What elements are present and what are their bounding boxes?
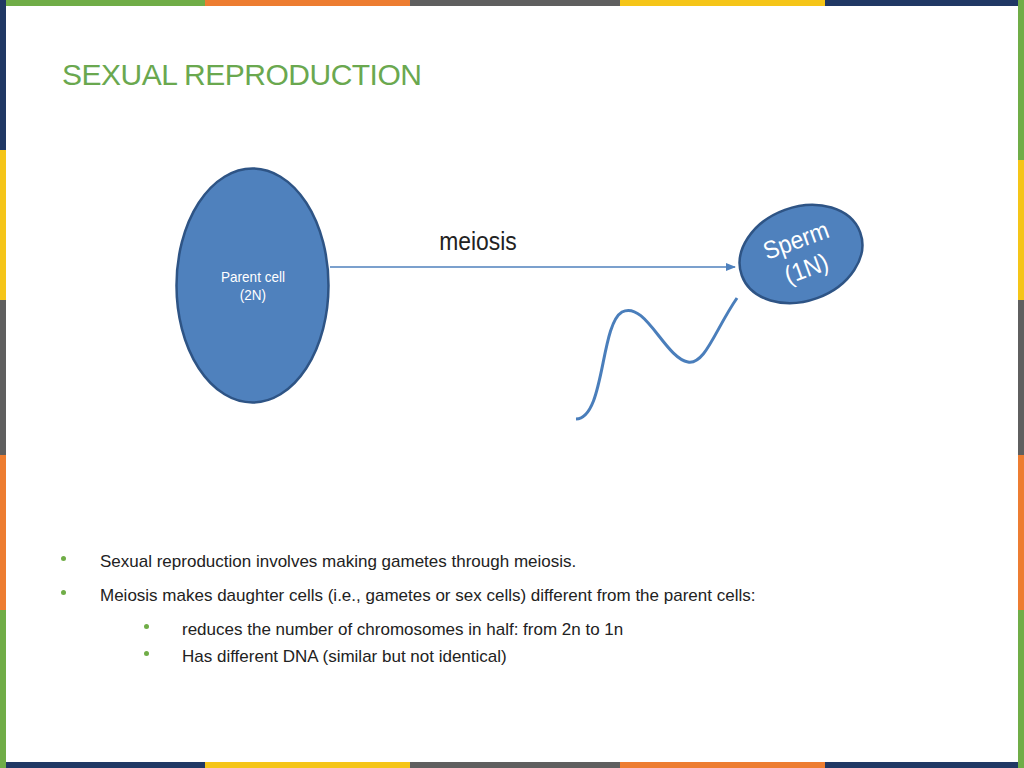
border-segment: [205, 762, 410, 768]
border-segment: [1018, 455, 1024, 610]
arrow-connector: [330, 266, 735, 268]
border-segment: [1018, 610, 1024, 768]
sub-bullet-text: Has different DNA (similar but not ident…: [182, 647, 507, 667]
cell-label: Parent cell (2N): [208, 268, 298, 304]
border-segment: [1018, 300, 1024, 455]
slide-title: SEXUAL REPRODUCTION: [62, 58, 421, 92]
bullet-dot: [144, 624, 149, 629]
border-segment: [205, 0, 410, 6]
border-segment: [0, 455, 6, 610]
border-segment: [620, 762, 825, 768]
border-segment: [410, 0, 620, 6]
sperm-cell: Sperm (1N): [735, 192, 867, 316]
sperm-tail: [576, 298, 737, 419]
border-segment: [825, 762, 1024, 768]
border-bottom: [0, 762, 1024, 768]
border-segment: [1018, 160, 1024, 300]
border-segment: [825, 0, 1024, 6]
border-right: [1018, 0, 1024, 768]
border-segment: [0, 0, 205, 6]
border-left: [0, 0, 6, 768]
parent-cell: Parent cell (2N): [175, 167, 330, 404]
cell-ellipse: [726, 188, 877, 319]
bullet-dot: [61, 556, 66, 561]
border-segment: [0, 150, 6, 300]
border-segment: [620, 0, 825, 6]
border-segment: [0, 0, 6, 150]
border-segment: [0, 610, 6, 768]
bullet-text: Meiosis makes daughter cells (i.e., game…: [100, 586, 755, 606]
border-top: [0, 0, 1024, 6]
bullet-text: Sexual reproduction involves making game…: [100, 552, 576, 572]
edge-label: meiosis: [439, 226, 517, 257]
border-segment: [1018, 0, 1024, 160]
bullet-dot: [61, 590, 66, 595]
border-segment: [0, 762, 205, 768]
bullet-dot: [144, 651, 149, 656]
sub-bullet-text: reduces the number of chromosomes in hal…: [182, 620, 623, 640]
border-segment: [410, 762, 620, 768]
border-segment: [0, 300, 6, 455]
cell-ellipse: [177, 169, 329, 403]
